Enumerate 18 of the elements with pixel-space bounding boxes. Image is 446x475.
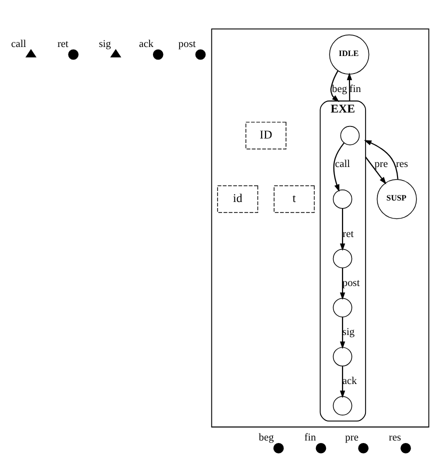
- node-label: pre: [345, 432, 358, 444]
- node-label: ack: [138, 38, 154, 50]
- edge-label: pre: [374, 158, 388, 170]
- edge-label: ret: [342, 228, 354, 240]
- edge-label: ack: [342, 376, 357, 387]
- node-label: beg: [258, 432, 274, 444]
- node-label: res: [388, 432, 402, 444]
- node-label: fin: [304, 432, 316, 444]
- edge-label: post: [342, 277, 360, 288]
- edge-label: sig: [342, 326, 355, 338]
- node-label: ret: [57, 38, 68, 50]
- node-label: post: [178, 38, 196, 50]
- node-label: sig: [98, 38, 112, 50]
- edge-label: res: [396, 158, 408, 170]
- node-label: call: [11, 38, 26, 50]
- edge-label: fin: [349, 84, 361, 95]
- edge-label: call: [335, 158, 350, 170]
- edge-label: beg: [332, 84, 348, 95]
